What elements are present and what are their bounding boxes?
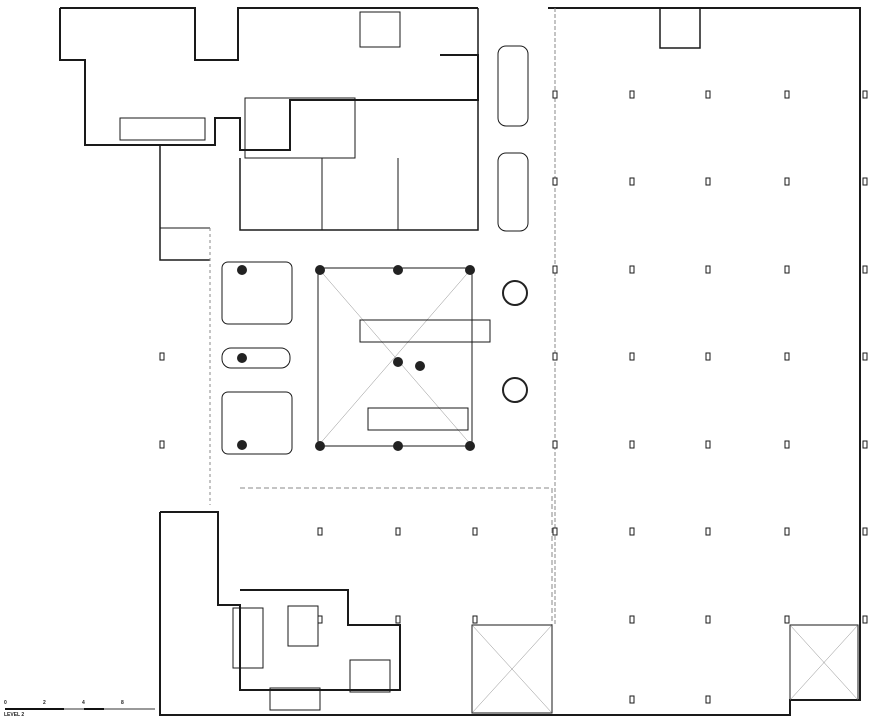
scale-tick-0: 0	[4, 700, 7, 706]
walls	[59, 7, 861, 716]
column	[552, 440, 558, 449]
column	[862, 90, 868, 99]
column	[629, 90, 635, 99]
round-column	[237, 440, 247, 450]
column	[629, 440, 635, 449]
column	[784, 527, 790, 536]
column	[629, 615, 635, 624]
column	[629, 527, 635, 536]
elevator-bank-bottom	[232, 607, 264, 669]
scale-bar	[5, 708, 155, 710]
column	[629, 265, 635, 274]
column	[552, 265, 558, 274]
stair-left-top	[221, 261, 293, 325]
column	[629, 352, 635, 361]
round-column	[393, 441, 403, 451]
void-bottom-center	[471, 624, 553, 714]
column	[862, 527, 868, 536]
column	[159, 440, 165, 449]
planter	[502, 280, 528, 306]
round-column	[393, 357, 403, 367]
round-column	[465, 441, 475, 451]
column	[317, 527, 323, 536]
column	[862, 615, 868, 624]
atrium-columns	[237, 265, 528, 451]
column	[705, 177, 711, 186]
column	[705, 265, 711, 274]
stair-left-bottom	[221, 391, 293, 455]
round-column	[315, 441, 325, 451]
column	[705, 440, 711, 449]
column	[784, 440, 790, 449]
column	[472, 615, 478, 624]
column	[705, 527, 711, 536]
column	[784, 615, 790, 624]
round-column	[315, 265, 325, 275]
column	[395, 615, 401, 624]
column	[862, 440, 868, 449]
column	[784, 90, 790, 99]
column	[784, 352, 790, 361]
elevator-bank-left	[119, 117, 206, 141]
level-label: LEVEL 2	[4, 712, 25, 718]
round-column	[237, 353, 247, 363]
column	[705, 615, 711, 624]
escalator-1	[359, 319, 491, 343]
column	[159, 352, 165, 361]
column	[552, 90, 558, 99]
scale-tick-8: 8	[121, 700, 124, 706]
planter	[502, 377, 528, 403]
column	[862, 265, 868, 274]
column	[629, 695, 635, 704]
column	[705, 352, 711, 361]
column	[552, 177, 558, 186]
column	[705, 90, 711, 99]
scale-tick-2: 2	[43, 700, 46, 706]
column	[784, 265, 790, 274]
void-bottom-right	[789, 624, 859, 701]
column	[472, 527, 478, 536]
column	[629, 177, 635, 186]
column	[705, 695, 711, 704]
column	[784, 177, 790, 186]
elevator-bank-center	[244, 97, 356, 159]
column	[317, 615, 323, 624]
round-column	[415, 361, 425, 371]
column	[395, 527, 401, 536]
escalator-2	[367, 407, 469, 431]
scale-tick-4: 4	[82, 700, 85, 706]
round-column	[237, 265, 247, 275]
column	[552, 527, 558, 536]
column	[862, 177, 868, 186]
column	[862, 352, 868, 361]
column	[552, 352, 558, 361]
restroom-core-right	[659, 7, 701, 49]
columns	[159, 90, 868, 704]
round-column	[393, 265, 403, 275]
round-column	[465, 265, 475, 275]
